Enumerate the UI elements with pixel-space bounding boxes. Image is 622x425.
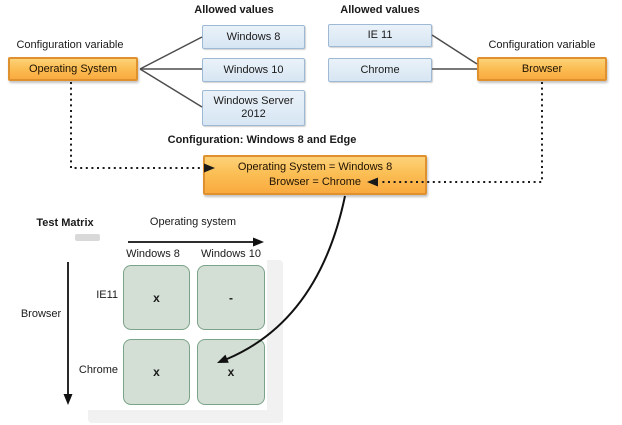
matrix-cell-ie11-windows8: x [123, 265, 190, 330]
value-box-ie-11: IE 11 [328, 24, 432, 47]
shadow-artifact [75, 234, 100, 241]
value-box-windows-8: Windows 8 [202, 25, 305, 49]
browser-box: Browser [477, 57, 607, 81]
value-box-windows-server-2012: Windows Server 2012 [202, 90, 305, 126]
value-box-ie-11-label: IE 11 [367, 29, 393, 41]
matrix-cell-chrome-windows8: x [123, 339, 190, 405]
matrix-cell-chrome-windows8-value: x [153, 365, 160, 379]
column-header-windows-8: Windows 8 [126, 248, 180, 260]
os-axis-label: Operating system [149, 216, 237, 228]
configuration-assignment-2: Browser = Chrome [268, 176, 361, 188]
row-label-chrome: Chrome [78, 364, 118, 376]
operating-system-box: Operating System [8, 57, 138, 81]
matrix-cell-ie11-windows8-value: x [153, 290, 160, 305]
value-box-chrome-label: Chrome [360, 63, 400, 76]
value-box-windows-10-label: Windows 10 [223, 63, 284, 76]
value-box-windows-server-2012-label: Windows Server 2012 [213, 95, 294, 120]
value-box-windows-10: Windows 10 [202, 58, 305, 82]
allowed-values-header-left: Allowed values [194, 4, 274, 16]
test-matrix-title: Test Matrix [36, 217, 94, 229]
config-variable-caption-right: Configuration variable [488, 39, 596, 51]
row-label-ie11: IE11 [96, 289, 118, 301]
matrix-cell-chrome-windows10: x [197, 339, 265, 405]
column-header-windows-10: Windows 10 [201, 248, 261, 260]
config-variable-caption-left: Configuration variable [16, 39, 124, 51]
browser-axis-label: Browser [20, 308, 62, 320]
matrix-cell-ie11-windows10-value: - [229, 290, 233, 305]
configuration-assignment-1: Operating System = Windows 8 [237, 161, 393, 173]
configuration-box: Operating System = Windows 8 Browser = C… [203, 155, 427, 195]
matrix-cell-chrome-windows10-value: x [227, 365, 235, 379]
value-box-windows-8-label: Windows 8 [226, 30, 281, 43]
browser-box-label: Browser [521, 63, 563, 75]
matrix-cell-ie11-windows10: - [197, 265, 265, 330]
configuration-title: Configuration: Windows 8 and Edge [167, 134, 357, 146]
allowed-values-header-right: Allowed values [340, 4, 420, 16]
operating-system-box-label: Operating System [28, 63, 118, 75]
value-box-chrome: Chrome [328, 58, 432, 82]
matrix-shadow-bottom [88, 410, 283, 423]
